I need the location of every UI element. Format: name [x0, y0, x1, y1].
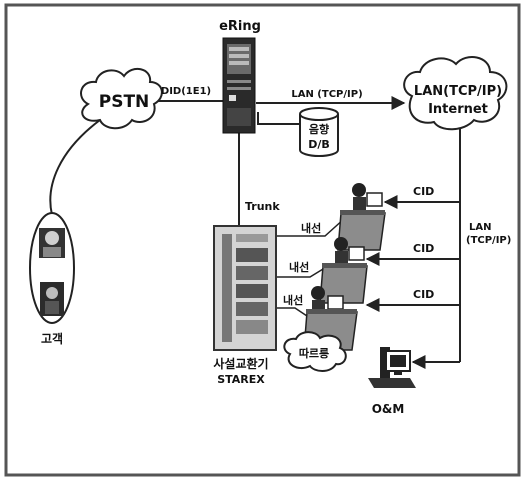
ringing-cloud: 따르릉	[284, 332, 345, 371]
lan-top-label: LAN (TCP/IP)	[291, 89, 362, 100]
sound-db-cylinder: 음향 D/B	[300, 108, 338, 156]
ringing-label: 따르릉	[299, 346, 329, 360]
ext-label-3: 내선	[283, 293, 303, 307]
pbx-starex	[214, 226, 276, 350]
db-label-line1: 음향	[309, 122, 329, 136]
agent-desk-2	[320, 237, 367, 303]
pstn-label: PSTN	[99, 92, 150, 112]
pstn-customer-link	[50, 120, 100, 215]
did-label: DID(1E1)	[161, 86, 211, 97]
internet-label-line1: LAN(TCP/IP)	[414, 84, 502, 99]
lan-right-label-line2: (TCP/IP)	[466, 235, 511, 246]
customer-photo-2	[40, 282, 64, 316]
cid-label-2: CID	[413, 242, 434, 255]
pstn-cloud: PSTN	[81, 69, 162, 128]
om-label: O&M	[372, 402, 405, 416]
db-label-line2: D/B	[308, 138, 330, 151]
ering-label: eRing	[219, 19, 261, 34]
pbx-label-line2: STAREX	[217, 373, 265, 386]
pbx-label-line1: 사설교환기	[213, 356, 268, 371]
ext-label-1: 내선	[301, 221, 321, 235]
internet-label-line2: Internet	[428, 102, 488, 117]
ext-label-2: 내선	[289, 260, 309, 274]
db-link	[258, 112, 300, 124]
ext-line-3	[276, 308, 310, 318]
lan-right-label-line1: LAN	[469, 222, 491, 233]
trunk-label: Trunk	[245, 200, 280, 213]
internet-cloud: LAN(TCP/IP) Internet	[404, 57, 506, 129]
cid-label-3: CID	[413, 288, 434, 301]
ering-server	[223, 38, 255, 133]
customer-photo-1	[39, 228, 65, 258]
customer-label: 고객	[41, 332, 63, 346]
cid-label-1: CID	[413, 185, 434, 198]
om-workstation	[368, 347, 416, 388]
